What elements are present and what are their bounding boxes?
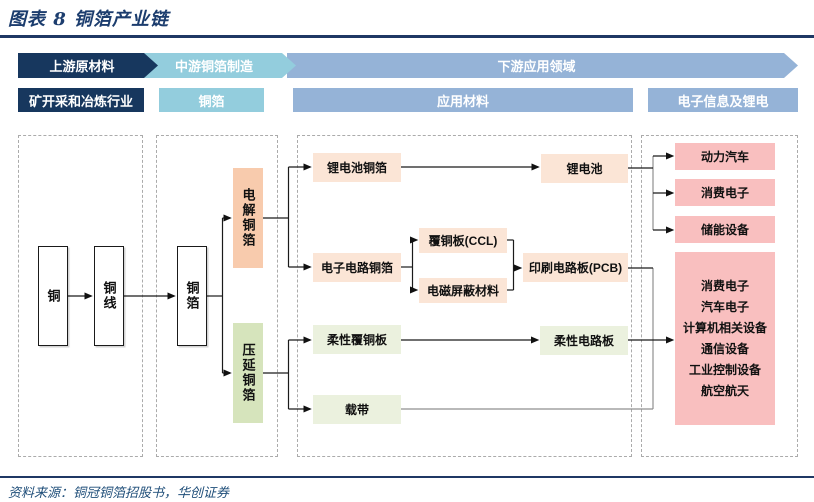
node-emi-material: 电磁屏蔽材料	[419, 278, 507, 303]
node-consumer-electronics: 消费电子	[675, 179, 775, 206]
node-circuit-foil: 电子电路铜箔	[313, 253, 401, 282]
section-header-application-materials: 应用材料	[293, 88, 633, 112]
node-pcb: 印刷电路板(PCB)	[523, 253, 628, 282]
node-carrier-tape: 载带	[313, 395, 401, 424]
node-ccl: 覆铜板(CCL)	[419, 228, 507, 253]
top-divider	[0, 35, 814, 38]
node-copper: 铜	[38, 246, 68, 346]
section-header-copper-foil: 铜箔	[159, 88, 264, 112]
node-battery-foil: 锂电池铜箔	[313, 153, 401, 182]
section-header-mining: 矿开采和冶炼行业	[18, 88, 144, 112]
stage-banner-upstream: 上游原材料	[18, 53, 158, 78]
node-fccl: 柔性覆铜板	[313, 325, 401, 354]
section-box-application-materials	[297, 135, 632, 457]
section-header-electronics-lithium: 电子信息及锂电	[648, 88, 798, 112]
node-fpc: 柔性电路板	[540, 326, 628, 355]
figure-title: 图表 8 铜箔产业链	[8, 9, 170, 30]
node-energy-storage: 储能设备	[675, 216, 775, 243]
stage-banner-downstream: 下游应用领域	[287, 53, 798, 78]
bottom-divider	[0, 476, 814, 478]
section-box-electronics-lithium	[641, 135, 798, 457]
stage-banner-midstream: 中游铜箔制造	[144, 53, 296, 78]
node-electrolytic-foil: 电解铜箔	[233, 168, 263, 268]
node-ev: 动力汽车	[675, 143, 775, 170]
node-copper-wire: 铜线	[94, 246, 124, 346]
source-note: 资料来源：铜冠铜箔招股书，华创证券	[8, 486, 230, 501]
node-rolled-foil: 压延铜箔	[233, 323, 263, 423]
node-end-applications: 消费电子 汽车电子 计算机相关设备 通信设备 工业控制设备 航空航天	[675, 252, 775, 425]
node-copper-foil: 铜箔	[177, 246, 207, 346]
node-battery: 锂电池	[541, 154, 628, 183]
